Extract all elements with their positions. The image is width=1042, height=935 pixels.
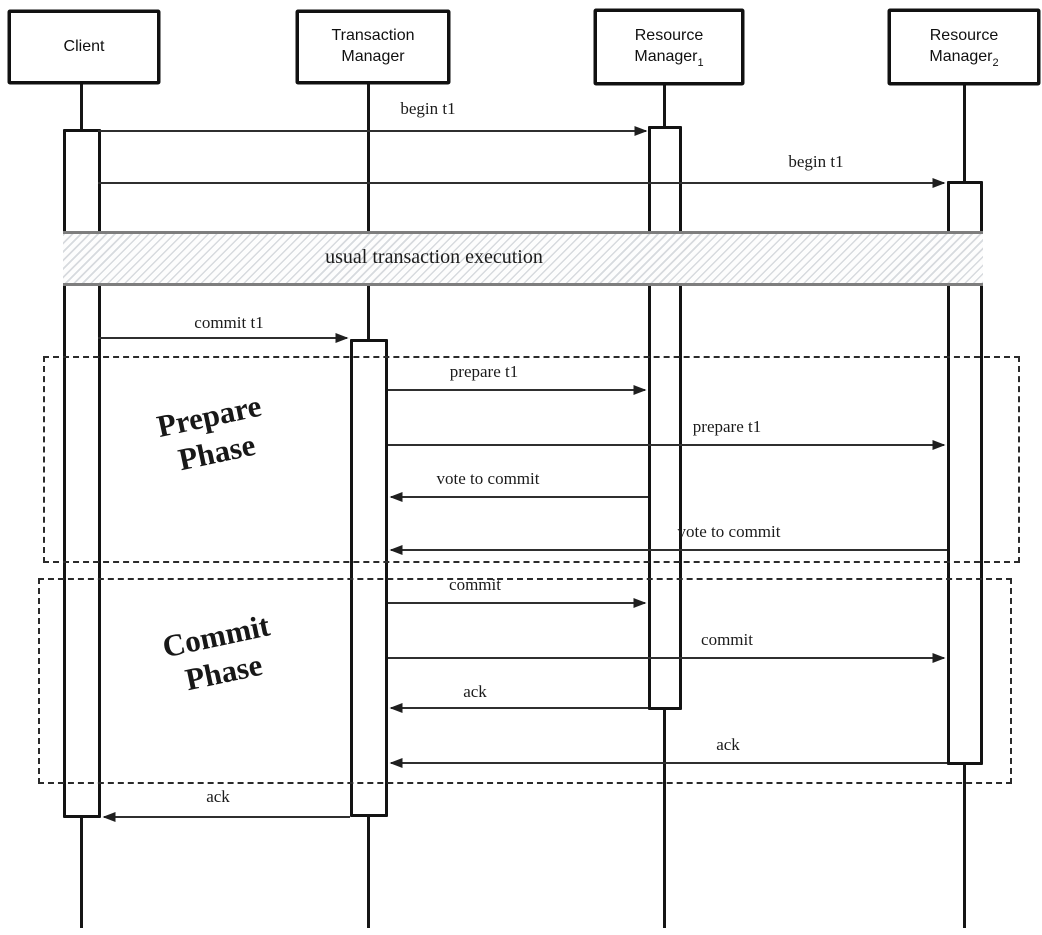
- message-label-begin-t1-rm2: begin t1: [788, 152, 844, 171]
- actor-label-resource-manager-2: Resource Manager2: [929, 27, 999, 69]
- message-label-commit-rm1: commit: [449, 575, 501, 594]
- commit-phase-box: [38, 578, 1012, 784]
- prepare-phase-box: [43, 356, 1020, 563]
- actor-label-transaction-manager: Transaction Manager: [331, 27, 415, 65]
- message-label-prepare-t1-rm1: prepare t1: [449, 362, 519, 381]
- actor-label-resource-manager-1: Resource Manager1: [634, 27, 704, 69]
- message-label-commit-rm2: commit: [701, 630, 753, 649]
- actor-box-transaction-manager: Transaction Manager: [296, 10, 450, 84]
- message-label-begin-t1-rm1: begin t1: [400, 99, 456, 118]
- actor-box-resource-manager-1: Resource Manager1: [594, 9, 744, 85]
- message-label-ack-client: ack: [206, 787, 230, 806]
- actor-box-resource-manager-2: Resource Manager2: [888, 9, 1040, 85]
- message-label-ack-rm1: ack: [463, 682, 487, 701]
- actor-subscript: 1: [697, 57, 704, 69]
- message-label-vote-to-commit-rm1: vote to commit: [436, 469, 540, 488]
- message-label-vote-to-commit-rm2: vote to commit: [677, 522, 781, 541]
- actor-subscript: 2: [992, 57, 999, 69]
- message-label-commit-t1: commit t1: [194, 313, 264, 332]
- execution-band-label: usual transaction execution: [325, 246, 543, 268]
- activation-bar-resource-manager-1: [648, 126, 682, 710]
- message-label-ack-rm2: ack: [716, 735, 740, 754]
- message-label-prepare-t1-rm2: prepare t1: [692, 417, 762, 436]
- execution-band: [63, 231, 983, 286]
- actor-box-client: Client: [8, 10, 160, 84]
- actor-label-client: Client: [63, 37, 105, 55]
